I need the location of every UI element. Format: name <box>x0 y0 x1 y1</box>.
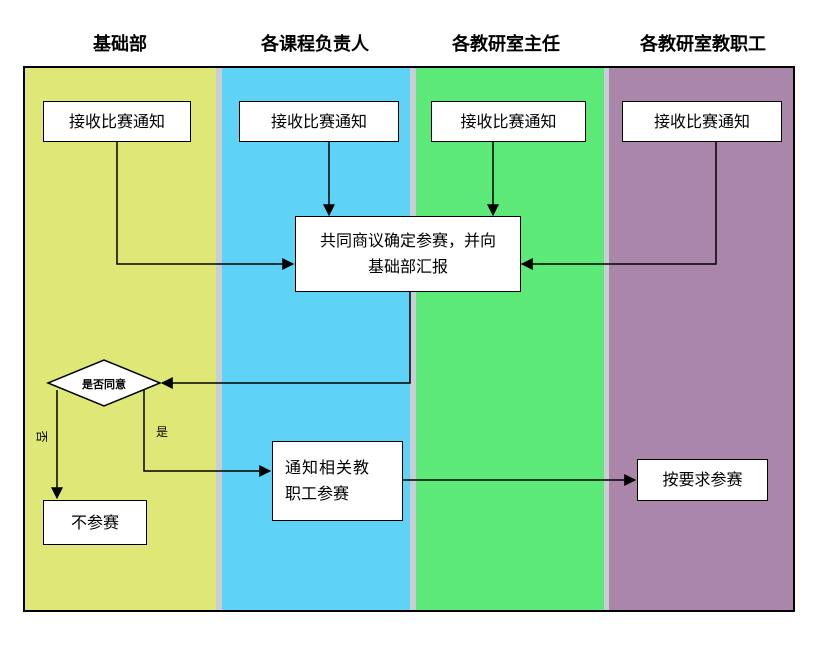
lane-separator <box>410 68 416 610</box>
participate-node: 按要求参赛 <box>637 459 768 501</box>
edge-label-yes: 是 <box>156 425 169 439</box>
lane-header-foundation: 基础部 <box>93 34 147 55</box>
receive-notice-foundation: 接收比赛通知 <box>43 101 191 142</box>
receive-notice-dept-staff: 接收比赛通知 <box>622 101 782 142</box>
receive-notice-course-leads: 接收比赛通知 <box>239 101 399 142</box>
receive-notice-dept-directors: 接收比赛通知 <box>431 101 586 142</box>
decision-label: 是否同意 <box>82 378 126 391</box>
lane-separator <box>604 68 609 610</box>
lane-header-dept-staff: 各教研室教职工 <box>640 34 766 55</box>
discuss-line-1: 共同商议确定参赛，并向 <box>319 231 496 251</box>
no-entry-node: 不参赛 <box>43 500 147 545</box>
notify-line-2: 职工参赛 <box>285 484 350 503</box>
lane-header-course-leads: 各课程负责人 <box>261 34 369 55</box>
edge-receive4-discuss <box>520 142 717 270</box>
edge-receive1-discuss <box>116 142 295 270</box>
lane-separator <box>216 68 222 610</box>
edge-discuss-decision <box>160 292 411 389</box>
discuss-and-report-node: 共同商议确定参赛，并向 基础部汇报 <box>295 216 521 292</box>
notify-staff-node: 通知相关教 职工参赛 <box>272 441 403 521</box>
notify-line-1: 通知相关教 <box>285 458 371 478</box>
lane-dept-staff <box>609 68 793 610</box>
decision-diamond <box>46 359 162 407</box>
lane-header-dept-directors: 各教研室主任 <box>452 34 560 55</box>
edge-decision-yes <box>143 390 272 477</box>
discuss-line-2: 基础部汇报 <box>367 257 448 276</box>
swimlane-frame <box>23 66 795 612</box>
edge-label-no: 否 <box>34 430 49 443</box>
lane-dept-directors <box>416 68 604 610</box>
